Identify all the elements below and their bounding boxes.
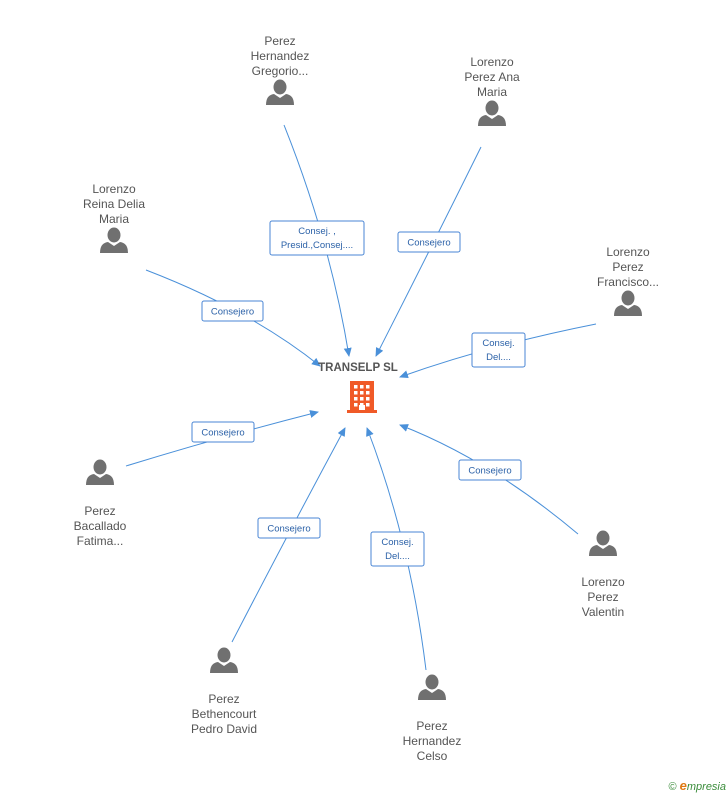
role-box[interactable] (397, 231, 461, 253)
role-text[interactable]: Presid.,Consej.... (281, 240, 353, 251)
role-text[interactable]: Del.... (385, 551, 410, 562)
role-label-gregorio[interactable]: Consej. , Presid.,Consej.... (269, 220, 365, 256)
brand-name: mpresia (686, 781, 726, 793)
person-name-line[interactable]: Perez (264, 34, 295, 48)
role-box[interactable] (370, 531, 425, 567)
person-icon[interactable] (418, 674, 446, 701)
role-box[interactable] (191, 421, 255, 443)
person-name-line[interactable]: Maria (99, 212, 129, 226)
role-text[interactable]: Consej. (482, 338, 514, 349)
person-icon[interactable] (86, 459, 114, 486)
roles-layer: Consej. ,Presid.,Consej....ConsejeroCons… (191, 220, 526, 567)
role-label-ana-maria[interactable]: Consejero (397, 231, 461, 253)
person-name-line[interactable]: Bethencourt (192, 707, 257, 721)
person-node-gregorio[interactable]: PerezHernandezGregorio... (251, 34, 310, 105)
role-label-delia-maria[interactable]: Consejero (201, 300, 264, 322)
person-name-line[interactable]: Perez Ana (464, 70, 520, 84)
building-icon[interactable] (347, 381, 377, 413)
role-text[interactable]: Consejero (211, 307, 254, 318)
brand-logo[interactable]: empresia (679, 778, 726, 793)
person-icon[interactable] (266, 79, 294, 106)
person-name-line[interactable]: Reina Delia (83, 197, 145, 211)
person-name-line[interactable]: Lorenzo (581, 575, 625, 589)
company-name[interactable]: TRANSELP SL (318, 362, 398, 374)
person-name-line[interactable]: Lorenzo (606, 245, 650, 259)
footer-brand: © empresia (668, 778, 726, 793)
role-text[interactable]: Consej. (381, 537, 413, 548)
person-name-line[interactable]: Perez (612, 260, 643, 274)
person-name-line[interactable]: Valentin (582, 605, 624, 619)
person-icon[interactable] (478, 100, 506, 127)
person-node-fatima[interactable]: PerezBacalladoFatima... (74, 459, 127, 549)
brand-initial: e (679, 778, 687, 793)
person-name-line[interactable]: Hernandez (403, 734, 462, 748)
role-box[interactable] (257, 517, 321, 539)
role-label-pedro-david[interactable]: Consejero (257, 517, 321, 539)
role-label-valentin[interactable]: Consejero (458, 459, 522, 481)
person-icon[interactable] (210, 647, 238, 674)
role-text[interactable]: Del.... (486, 352, 511, 363)
person-name-line[interactable]: Bacallado (74, 519, 127, 533)
person-name-line[interactable]: Celso (417, 749, 448, 763)
role-box[interactable] (458, 459, 522, 481)
person-name-line[interactable]: Perez (416, 719, 447, 733)
person-name-line[interactable]: Gregorio... (252, 64, 309, 78)
person-name-line[interactable]: Perez (84, 504, 115, 518)
copyright-symbol: © (668, 781, 677, 793)
role-label-francisco[interactable]: Consej. Del.... (471, 332, 526, 368)
role-label-celso[interactable]: Consej. Del.... (370, 531, 425, 567)
person-icon[interactable] (589, 530, 617, 557)
person-name-line[interactable]: Fatima... (77, 534, 124, 548)
role-label-fatima[interactable]: Consejero (191, 421, 255, 443)
person-name-line[interactable]: Lorenzo (470, 55, 514, 69)
person-name-line[interactable]: Francisco... (597, 275, 659, 289)
role-text[interactable]: Consejero (468, 466, 511, 477)
person-name-line[interactable]: Hernandez (251, 49, 310, 63)
role-box[interactable] (201, 300, 264, 322)
role-text[interactable]: Consej. , (298, 226, 336, 237)
role-text[interactable]: Consejero (407, 238, 450, 249)
person-name-line[interactable]: Maria (477, 85, 507, 99)
role-box[interactable] (269, 220, 365, 256)
company-node[interactable]: TRANSELP SL (318, 362, 398, 413)
role-text[interactable]: Consejero (201, 428, 244, 439)
person-name-line[interactable]: Perez (587, 590, 618, 604)
person-icon[interactable] (100, 227, 128, 254)
person-name-line[interactable]: Perez (208, 692, 239, 706)
role-text[interactable]: Consejero (267, 524, 310, 535)
person-icon[interactable] (614, 290, 642, 317)
role-box[interactable] (471, 332, 526, 368)
person-node-francisco[interactable]: LorenzoPerezFrancisco... (597, 245, 659, 316)
person-name-line[interactable]: Pedro David (191, 722, 257, 736)
person-name-line[interactable]: Lorenzo (92, 182, 136, 196)
